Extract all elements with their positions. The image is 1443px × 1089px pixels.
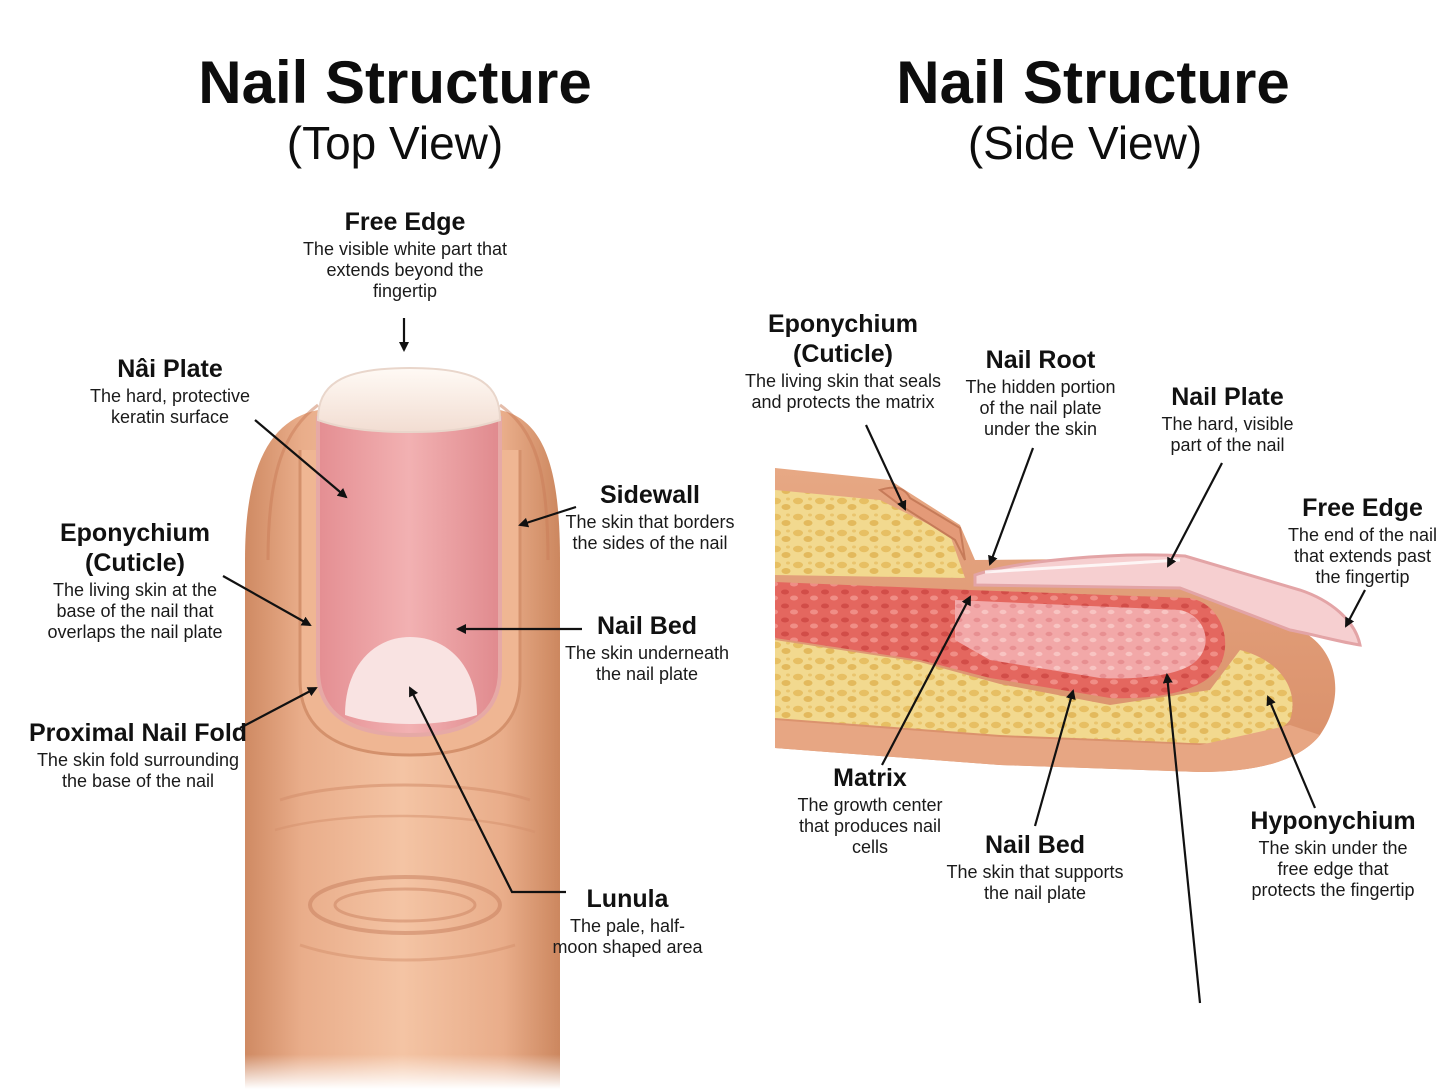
label-desc: The skin underneath the nail plate xyxy=(564,643,730,684)
label-desc: The skin under the free edge that protec… xyxy=(1251,838,1415,900)
label-lunula-top: Lunula The pale, half-moon shaped area xyxy=(535,884,720,958)
arrow-lunula-top xyxy=(409,686,566,894)
label-title: Hyponychium xyxy=(1250,807,1416,835)
label-title: Nail Bed xyxy=(596,612,698,640)
label-title: Free Edge xyxy=(1302,494,1423,522)
arrow-nail-bed-long-side xyxy=(1162,673,1202,1004)
label-desc: The skin that supports the nail plate xyxy=(946,862,1124,903)
arrow-nail-bed-side xyxy=(1033,689,1076,827)
arrow-matrix-side xyxy=(881,595,971,766)
arrow-sidewall-top xyxy=(518,505,577,528)
label-sidewall-top: Sidewall The skin that borders the sides… xyxy=(550,480,750,554)
arrow-hyponychium-side xyxy=(1266,695,1317,809)
label-title: Nail Plate xyxy=(1171,383,1284,411)
label-nail-bed-side: Nail Bed The skin that supports the nail… xyxy=(940,830,1130,904)
label-desc: The hard, visible part of the nail xyxy=(1161,414,1294,455)
label-hyponychium-side: Hyponychium The skin under the free edge… xyxy=(1238,806,1428,901)
side-view-title: Nail Structure xyxy=(896,49,1290,116)
label-title: Nâi Plate xyxy=(117,355,223,383)
label-title: Eponychium (Cuticle) xyxy=(767,310,918,368)
top-view-subtitle: (Top View) xyxy=(286,117,504,169)
arrow-free-edge-side xyxy=(1345,589,1366,628)
label-title: Sidewall xyxy=(599,481,701,509)
label-desc: The skin that borders the sides of the n… xyxy=(565,512,735,553)
label-desc: The hidden portion of the nail plate und… xyxy=(965,377,1116,439)
label-eponychium-top: Eponychium (Cuticle) The living skin at … xyxy=(30,518,240,643)
top-view-title: Nail Structure xyxy=(198,49,592,116)
label-desc: The growth center that produces nail cel… xyxy=(797,795,943,857)
label-desc: The living skin that seals and protects … xyxy=(744,371,942,412)
label-free-edge-side: Free Edge The end of the nail that exten… xyxy=(1285,493,1440,588)
label-title: Free Edge xyxy=(344,208,466,236)
arrow-nail-root-side xyxy=(988,447,1035,566)
label-nail-root-side: Nail Root The hidden portion of the nail… xyxy=(948,345,1133,440)
side-view-subtitle: (Side View) xyxy=(967,117,1203,169)
label-title: Nail Bed xyxy=(984,831,1086,859)
label-desc: The hard, protective keratin surface xyxy=(89,386,251,427)
side-view-finger xyxy=(760,460,1362,780)
arrow-eponychium-side xyxy=(865,424,907,511)
label-title: Nail Root xyxy=(985,346,1096,374)
label-nail-plate-side: Nail Plate The hard, visible part of the… xyxy=(1135,382,1320,456)
label-eponychium-side: Eponychium (Cuticle) The living skin tha… xyxy=(738,309,948,413)
label-title: Proximal Nail Fold xyxy=(28,719,248,747)
label-title: Eponychium (Cuticle) xyxy=(59,519,210,577)
arrow-nail-plate-top xyxy=(254,419,348,499)
label-proximal-fold-top: Proximal Nail Fold The skin fold surroun… xyxy=(18,718,258,792)
label-title: Matrix xyxy=(833,764,907,792)
label-title: Lunula xyxy=(586,885,669,913)
arrow-proximal-fold-top xyxy=(239,687,318,729)
label-desc: The skin fold surrounding the base of th… xyxy=(36,750,240,791)
label-free-edge-top: Free Edge The visible white part that ex… xyxy=(280,207,530,302)
label-desc: The visible white part that extends beyo… xyxy=(302,239,508,301)
arrow-eponychium-top xyxy=(222,575,312,626)
label-nail-bed-top: Nail Bed The skin underneath the nail pl… xyxy=(552,611,742,685)
label-desc: The living skin at the base of the nail … xyxy=(47,580,223,642)
label-desc: The end of the nail that extends past th… xyxy=(1287,525,1438,587)
top-view-finger xyxy=(230,366,580,1089)
arrow-nail-plate-side xyxy=(1167,462,1223,568)
label-nail-plate-top: Nâi Plate The hard, protective keratin s… xyxy=(60,354,280,428)
label-desc: The pale, half-moon shaped area xyxy=(552,916,703,957)
label-matrix-side: Matrix The growth center that produces n… xyxy=(780,763,960,858)
